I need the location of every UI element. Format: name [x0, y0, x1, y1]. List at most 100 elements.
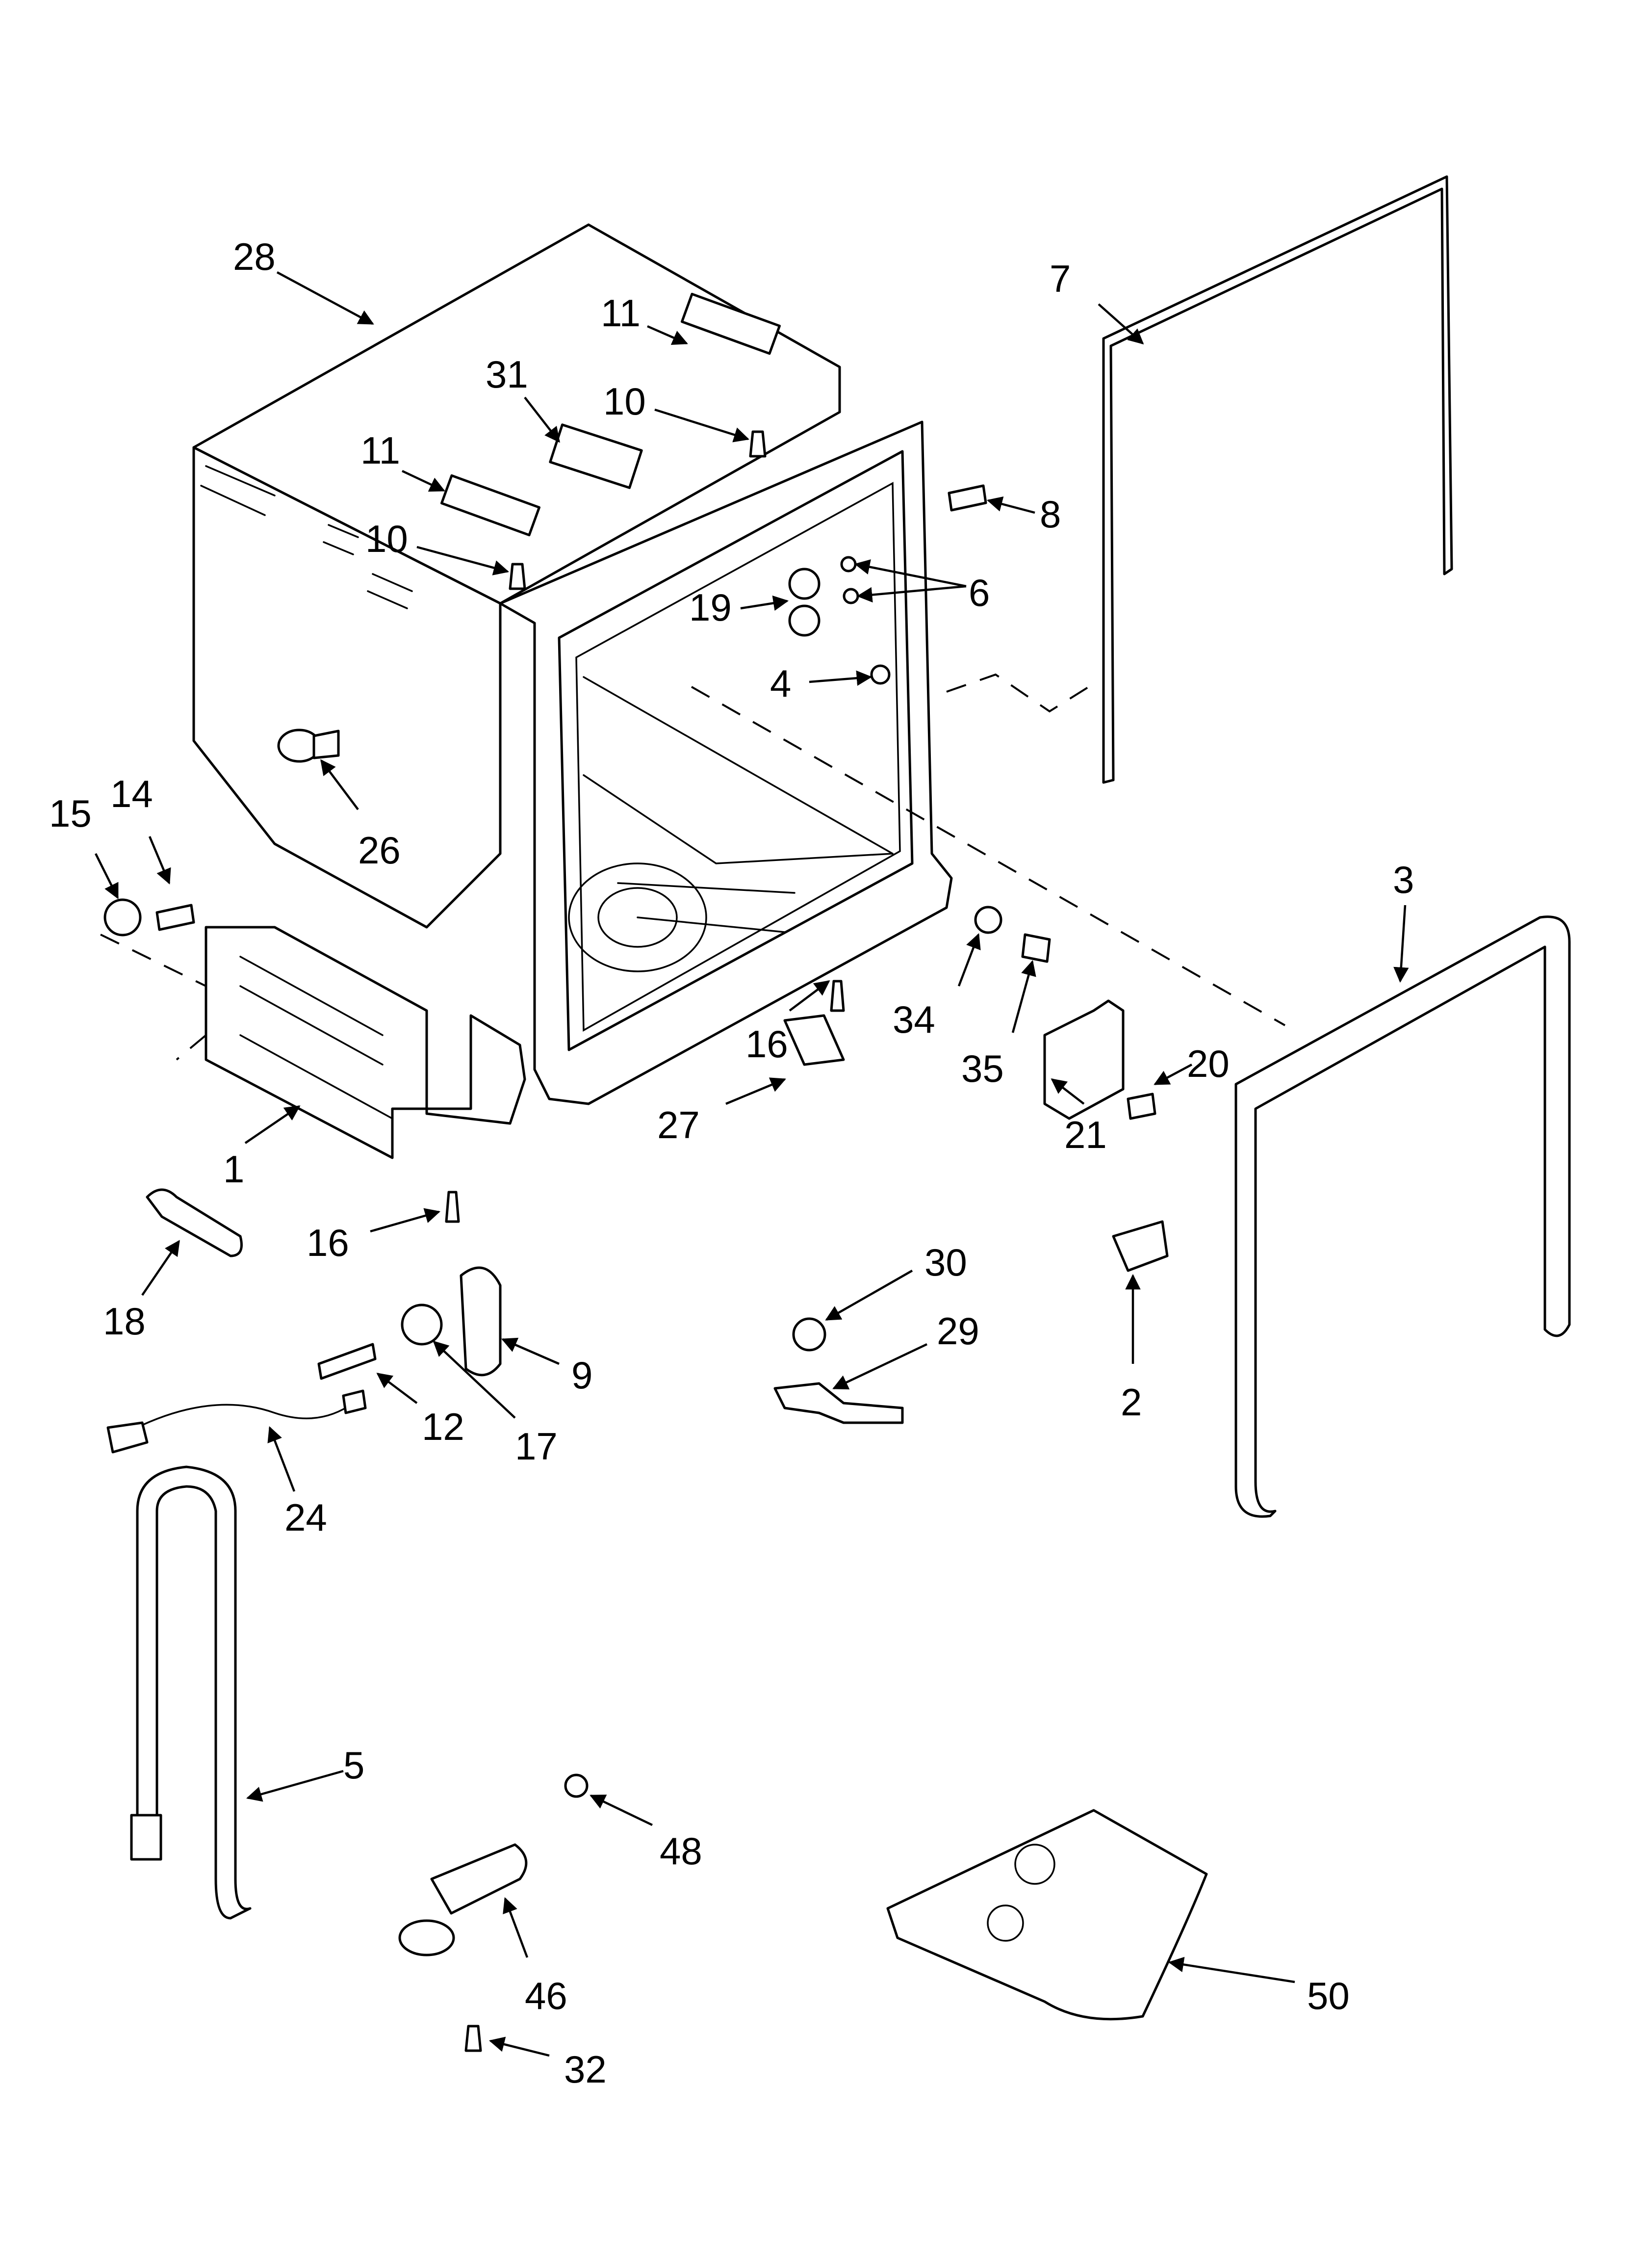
- part-12-bolt: [317, 1343, 377, 1380]
- callout-50: 50: [1307, 1974, 1350, 2017]
- callout-48: 48: [660, 1829, 702, 1873]
- callout-19: 19: [689, 586, 732, 629]
- alignment-line-right: [691, 686, 1285, 1026]
- callout-labels: 28 11 11 31 10 10 7 8 6 19 4 26 15 14 3 …: [49, 235, 1414, 2091]
- leader-8: [986, 496, 1035, 514]
- part-35-bolt: [1021, 933, 1051, 963]
- alignment-line-seal: [946, 673, 1090, 713]
- leader-21: [1051, 1078, 1085, 1105]
- leader-35: [1011, 960, 1036, 1033]
- callout-15: 15: [49, 792, 92, 835]
- part-29-bracket: [773, 1382, 904, 1424]
- leader-10a: [654, 408, 750, 443]
- alignment-line-left: [100, 934, 207, 1061]
- callout-10-lower: 10: [365, 517, 408, 560]
- part-9-bracket: [460, 1266, 502, 1377]
- callout-32: 32: [564, 2048, 607, 2091]
- leader-31: [524, 396, 560, 443]
- leader-14: [148, 836, 171, 885]
- part-48-clip: [564, 1773, 589, 1798]
- callout-11-lower: 11: [360, 429, 400, 472]
- leader-lines: [94, 271, 1409, 2057]
- part-3-gasket: [1234, 915, 1571, 1518]
- callout-35: 35: [961, 1047, 1004, 1090]
- part-30-knob: [792, 1317, 826, 1352]
- callout-18: 18: [103, 1300, 146, 1343]
- tub-assembly: [192, 223, 987, 1159]
- leader-15: [94, 853, 119, 899]
- callout-5: 5: [343, 1744, 364, 1787]
- callout-16-lower: 16: [307, 1221, 349, 1264]
- leader-6a: [854, 559, 967, 588]
- part-27-clip: [783, 1014, 845, 1066]
- leader-6b: [856, 585, 967, 603]
- callout-11-upper: 11: [601, 291, 641, 335]
- callout-20: 20: [1187, 1042, 1230, 1085]
- leader-50: [1168, 1956, 1295, 1983]
- leader-34: [957, 933, 981, 987]
- part-5-hose: [136, 1465, 252, 1920]
- part-5-hose-end: [130, 1814, 162, 1861]
- callout-24: 24: [284, 1496, 327, 1539]
- part-11-bracket-lower: [440, 474, 541, 537]
- callout-46: 46: [525, 1974, 567, 2017]
- part-24-wire: [117, 1402, 354, 1438]
- tub-side-lines: [200, 465, 413, 609]
- part-10-screw-upper: [749, 430, 767, 458]
- tub-inner-frame: [575, 482, 901, 1032]
- callout-9: 9: [571, 1354, 592, 1397]
- leader-30: [825, 1270, 913, 1321]
- leader-10b: [416, 546, 510, 575]
- tub-base-frame: [205, 926, 526, 1159]
- leader-27: [725, 1077, 786, 1105]
- leader-20: [1154, 1064, 1193, 1085]
- leader-24: [267, 1426, 296, 1492]
- part-34-star-washer: [974, 906, 1002, 934]
- part-19-wheel-upper: [788, 568, 821, 600]
- tub-base-details: [239, 956, 393, 1120]
- part-17-spacer: [401, 1303, 443, 1346]
- part-31-bracket: [549, 423, 643, 489]
- part-7-seal-strip: [1102, 175, 1453, 784]
- callout-27: 27: [657, 1103, 700, 1147]
- part-24-terminal-left: [106, 1421, 149, 1454]
- callout-8: 8: [1040, 493, 1061, 536]
- part-19-wheel-lower: [788, 604, 821, 637]
- leader-29: [832, 1343, 927, 1390]
- callout-4: 4: [770, 662, 791, 705]
- part-21-bracket: [1043, 999, 1125, 1120]
- callout-1: 1: [223, 1147, 244, 1191]
- callout-17: 17: [515, 1425, 558, 1468]
- leader-17: [433, 1340, 516, 1419]
- part-50-bag-clamp: [1014, 1844, 1055, 1885]
- leader-11a: [647, 325, 688, 345]
- leader-48: [590, 1794, 653, 1826]
- part-6-washer-lower: [843, 588, 859, 604]
- part-46-ring: [398, 1919, 455, 1956]
- part-16-foot-lower: [445, 1191, 460, 1223]
- callout-30: 30: [924, 1241, 967, 1284]
- callout-34: 34: [893, 998, 935, 1041]
- part-18-spring: [146, 1188, 243, 1257]
- callout-2: 2: [1121, 1381, 1142, 1424]
- tub-interior-floor: [583, 676, 894, 864]
- leader-4: [809, 670, 872, 686]
- leader-1: [244, 1105, 301, 1144]
- leader-3: [1393, 905, 1409, 983]
- part-32-screw: [464, 2025, 482, 2052]
- leader-11b: [402, 469, 445, 492]
- callout-21: 21: [1064, 1113, 1107, 1156]
- part-46-valve: [430, 1843, 528, 1915]
- leader-28: [276, 271, 374, 325]
- part-50-bag-hose-clamp: [987, 1904, 1024, 1942]
- leader-18: [141, 1240, 180, 1296]
- leader-32: [488, 2036, 550, 2057]
- callout-14: 14: [110, 772, 153, 815]
- leader-16b: [370, 1208, 441, 1233]
- part-11-bracket-upper: [680, 292, 781, 355]
- leader-9: [501, 1337, 560, 1365]
- part-50-parts-bag: [886, 1809, 1208, 2021]
- callout-16-upper: 16: [745, 1022, 788, 1066]
- callout-10-upper: 10: [603, 380, 646, 423]
